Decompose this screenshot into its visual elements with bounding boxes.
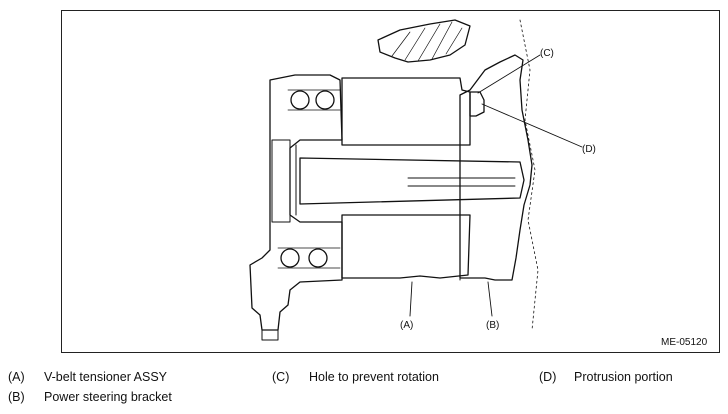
diagram-frame (61, 10, 720, 353)
callout-d: (D) (582, 144, 596, 155)
leader-a (409, 281, 413, 317)
leader-d (481, 103, 583, 148)
bearing-ball-upper-2 (315, 90, 335, 110)
bearing-ball-upper-1 (290, 90, 310, 110)
upper-casting (377, 19, 471, 63)
leader-c (477, 54, 541, 94)
power-steering-bracket (459, 54, 533, 281)
leader-b (487, 281, 493, 317)
central-shaft (299, 157, 525, 205)
callout-a: (A) (400, 320, 413, 331)
tensioner-assy-body (341, 77, 471, 146)
bearing-ball-lower-1 (280, 248, 300, 268)
figure-code: ME-05120 (661, 337, 708, 348)
bearing-ball-lower-2 (308, 248, 328, 268)
callout-c: (C) (540, 48, 554, 59)
callout-b: (B) (486, 320, 499, 331)
